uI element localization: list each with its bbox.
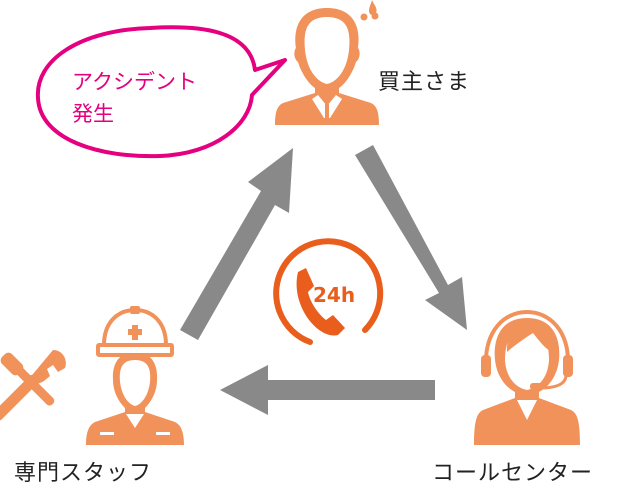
speech-bubble — [35, 25, 287, 159]
buyer-label: 買主さま — [378, 70, 471, 95]
phone-handset-icon — [296, 268, 345, 336]
arrow-callcenter-to-staff — [220, 365, 435, 415]
bubble-line-1: アクシデント — [72, 70, 197, 94]
arrow-buyer-to-callcenter — [355, 145, 467, 330]
24h-phone-icon — [273, 238, 384, 345]
call-center-label: コールセンター — [432, 461, 594, 483]
staff-worker-icon — [86, 306, 184, 445]
wrench-icon — [0, 350, 66, 421]
bubble-line-2: 発生 — [72, 102, 114, 126]
arrow-staff-to-buyer — [180, 148, 293, 340]
accident-bubble-text: アクシデント 発生 — [72, 66, 197, 130]
tools-icon — [0, 350, 66, 421]
staff-label: 専門スタッフ — [14, 461, 153, 483]
call-center-operator-icon — [474, 309, 580, 445]
24h-badge: 24h — [313, 283, 355, 307]
buyer-person-icon — [275, 0, 379, 125]
